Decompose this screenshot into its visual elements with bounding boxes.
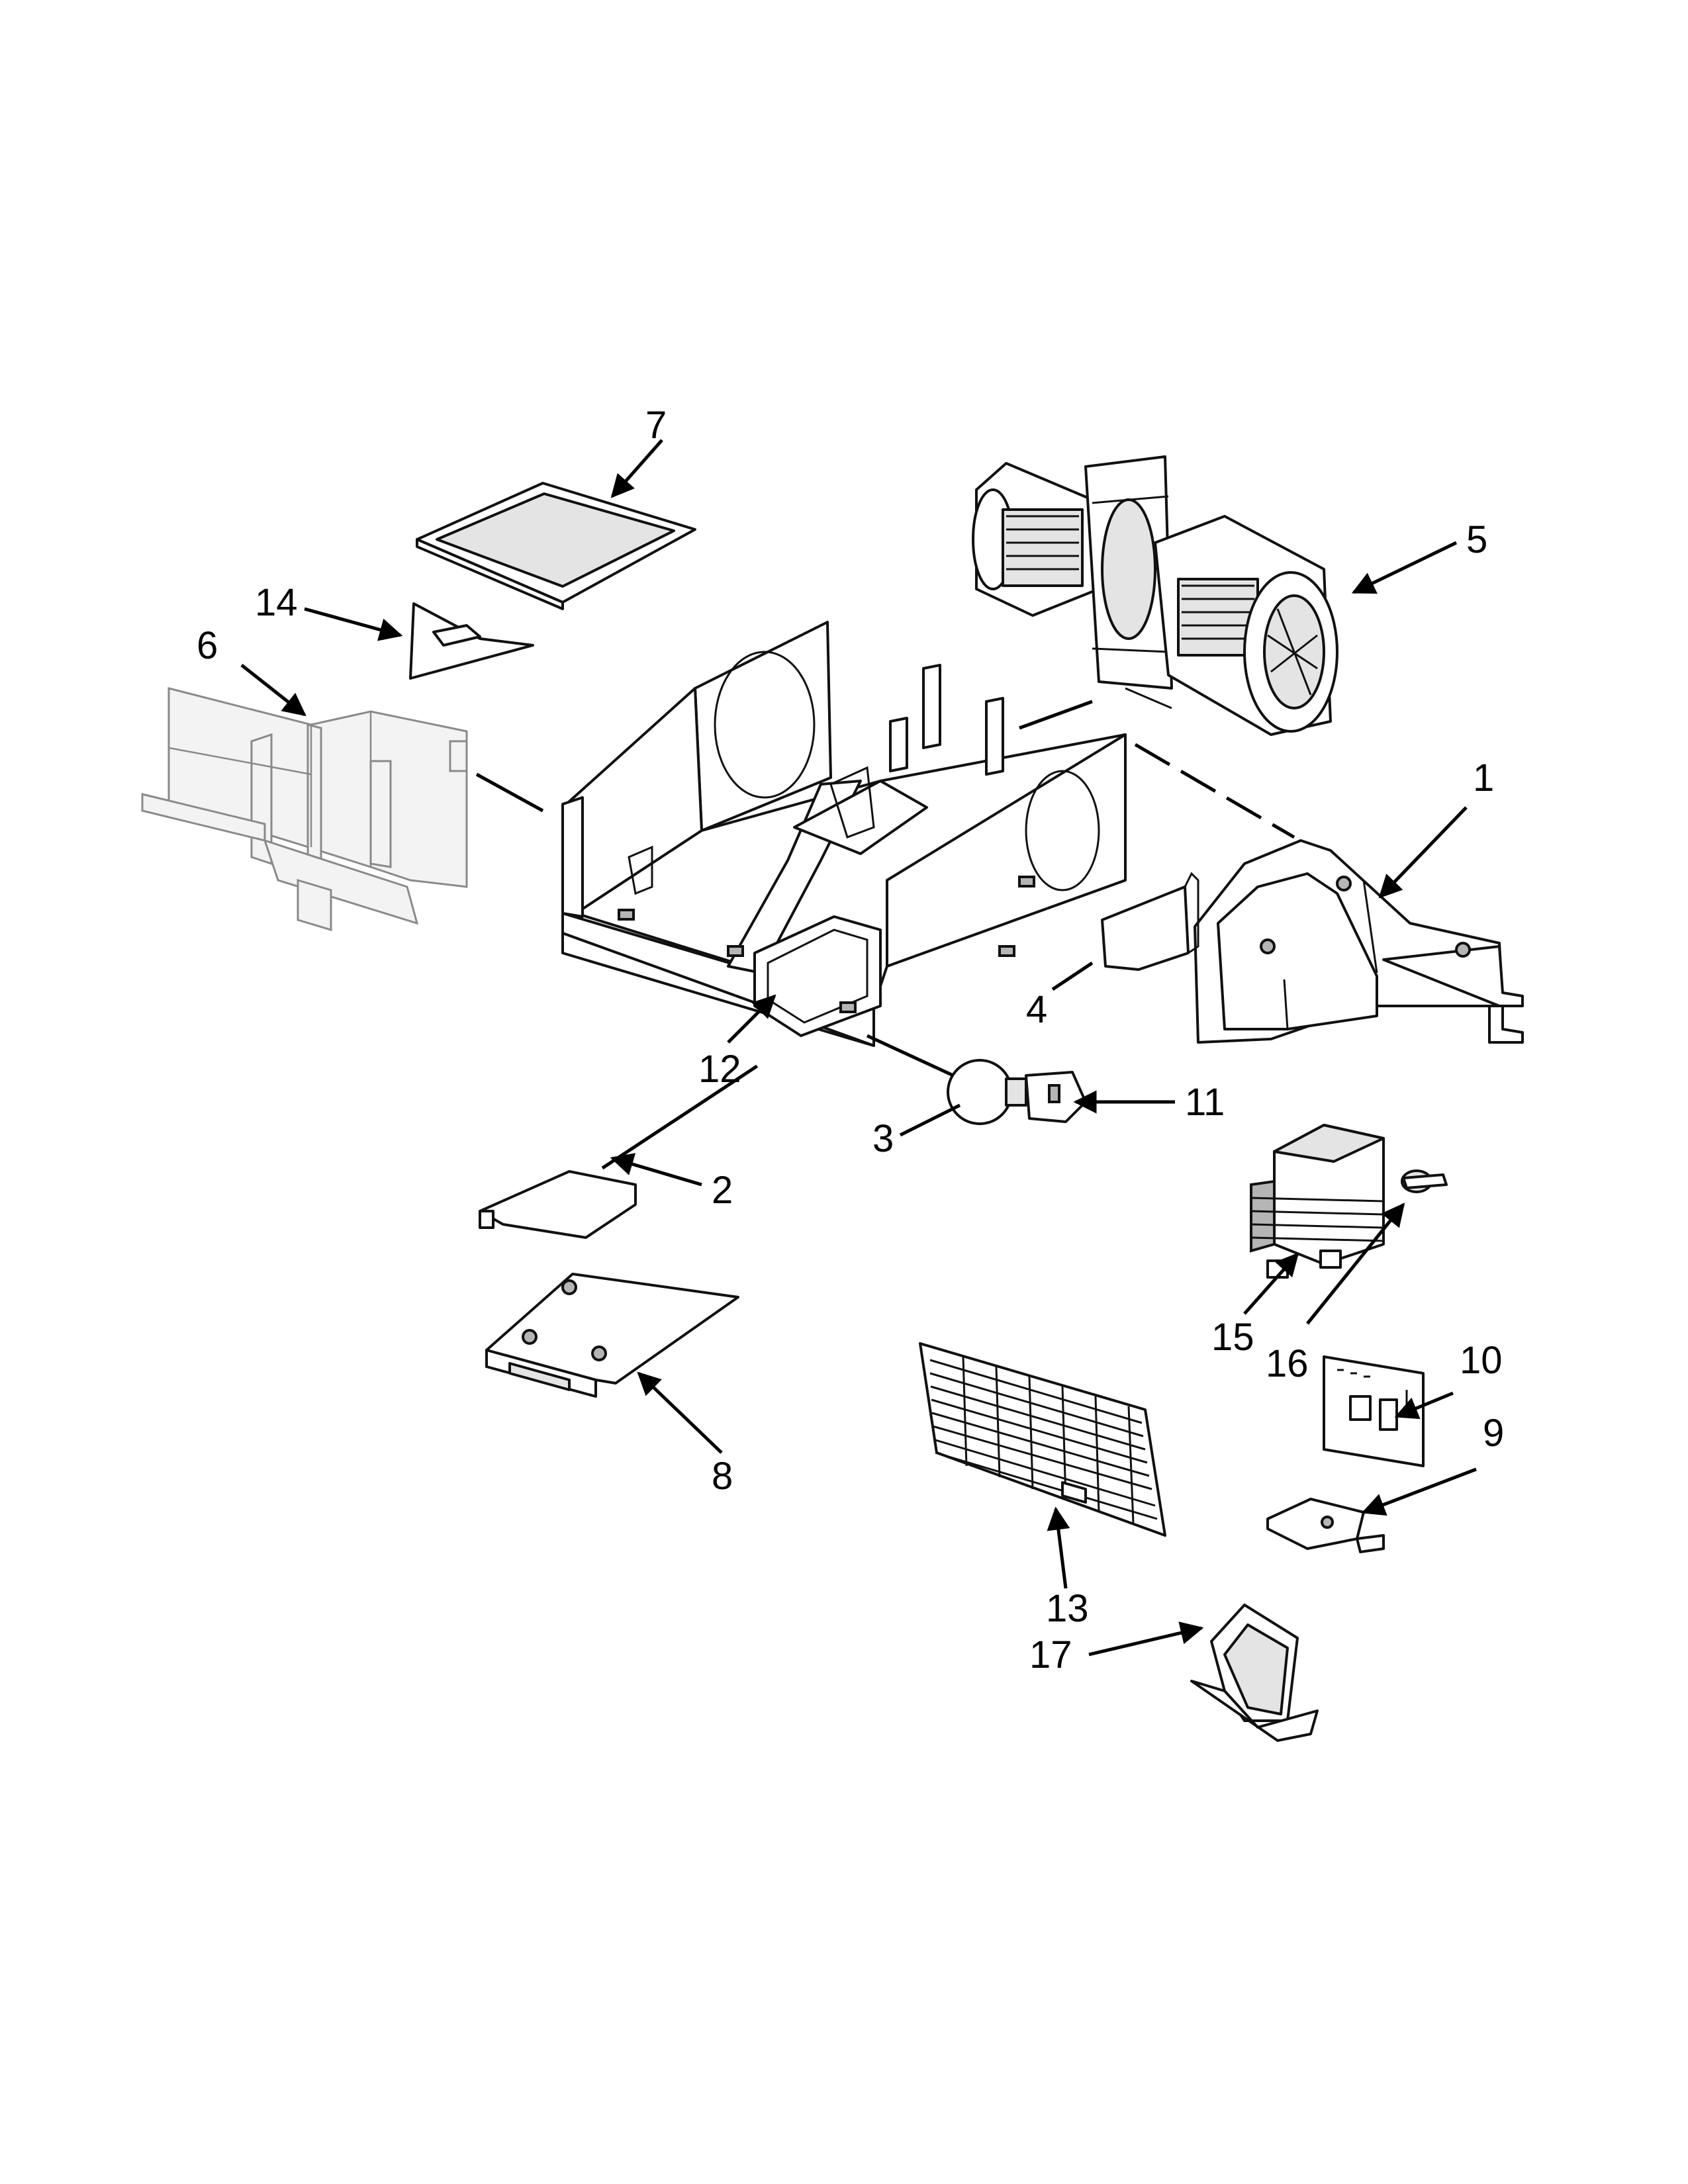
- callout-4: 4: [1026, 988, 1047, 1031]
- callout-15: 15: [1211, 1316, 1254, 1359]
- callout-8: 8: [712, 1455, 733, 1498]
- callout-2: 2: [712, 1169, 733, 1212]
- leader-5: [1351, 541, 1458, 594]
- callout-9: 9: [1483, 1412, 1504, 1455]
- part-14-filter-pad: [409, 602, 534, 680]
- leader-10: [1394, 1391, 1454, 1420]
- leader-6-to-chassis: [475, 772, 544, 813]
- part-9-bracket: [1266, 1498, 1385, 1553]
- leader-16: [1306, 1203, 1405, 1325]
- callout-6: 6: [197, 624, 218, 667]
- callout-13: 13: [1046, 1587, 1089, 1630]
- part-8-bottom-plate: [485, 1273, 739, 1398]
- leader-2-to-chassis: [601, 1064, 759, 1170]
- part-2-cover-plate: [479, 1170, 637, 1239]
- leader-2: [610, 1153, 702, 1187]
- part-1-air-duct: [1194, 839, 1524, 1044]
- callout-10: 10: [1460, 1339, 1503, 1382]
- leader-8: [637, 1371, 723, 1454]
- leader-6: [240, 664, 306, 717]
- part-15-transformer: [1250, 1124, 1385, 1279]
- leader-17: [1088, 1621, 1204, 1657]
- part-5-blower-motor: [972, 455, 1338, 736]
- part-11-socket: [1025, 1071, 1087, 1123]
- leader-15: [1243, 1252, 1299, 1315]
- callout-14: 14: [255, 581, 298, 624]
- part-6-duct-panel: [141, 687, 468, 932]
- leader-9: [1361, 1467, 1477, 1516]
- leader-7: [610, 439, 663, 498]
- part-7-filter-frame: [416, 482, 696, 610]
- leader-lines: [240, 439, 1477, 1657]
- leader-14: [304, 607, 403, 641]
- leader-1: [1378, 806, 1468, 899]
- leader-5-to-chassis: [1019, 700, 1093, 730]
- callout-12: 12: [698, 1048, 741, 1091]
- leader-13: [1047, 1506, 1070, 1589]
- callout-labels: 7 14 6 5 1 4 12 3 11 2 8 15 16 10 9 13 1…: [197, 404, 1504, 1676]
- callout-7: 7: [645, 404, 667, 447]
- leader-1-to-chassis: [1134, 743, 1295, 839]
- callout-11: 11: [1185, 1081, 1225, 1124]
- leader-12: [727, 994, 776, 1044]
- part-4-panel: [1101, 872, 1199, 971]
- callout-5: 5: [1466, 518, 1487, 561]
- part-16-thermostat: [1401, 1169, 1448, 1193]
- chassis-base: [561, 621, 1127, 1047]
- leader-3: [899, 1103, 961, 1137]
- part-3-bulb: [947, 1059, 1027, 1125]
- callout-3: 3: [872, 1117, 894, 1160]
- leader-3-to-chassis: [866, 1034, 955, 1077]
- callout-16: 16: [1266, 1342, 1309, 1385]
- leader-4: [1051, 961, 1094, 991]
- callout-17: 17: [1029, 1633, 1072, 1676]
- part-10-control-board: [1323, 1355, 1425, 1467]
- part-17-cover: [1190, 1604, 1319, 1742]
- part-13-grille: [919, 1342, 1166, 1537]
- callout-1: 1: [1473, 756, 1494, 799]
